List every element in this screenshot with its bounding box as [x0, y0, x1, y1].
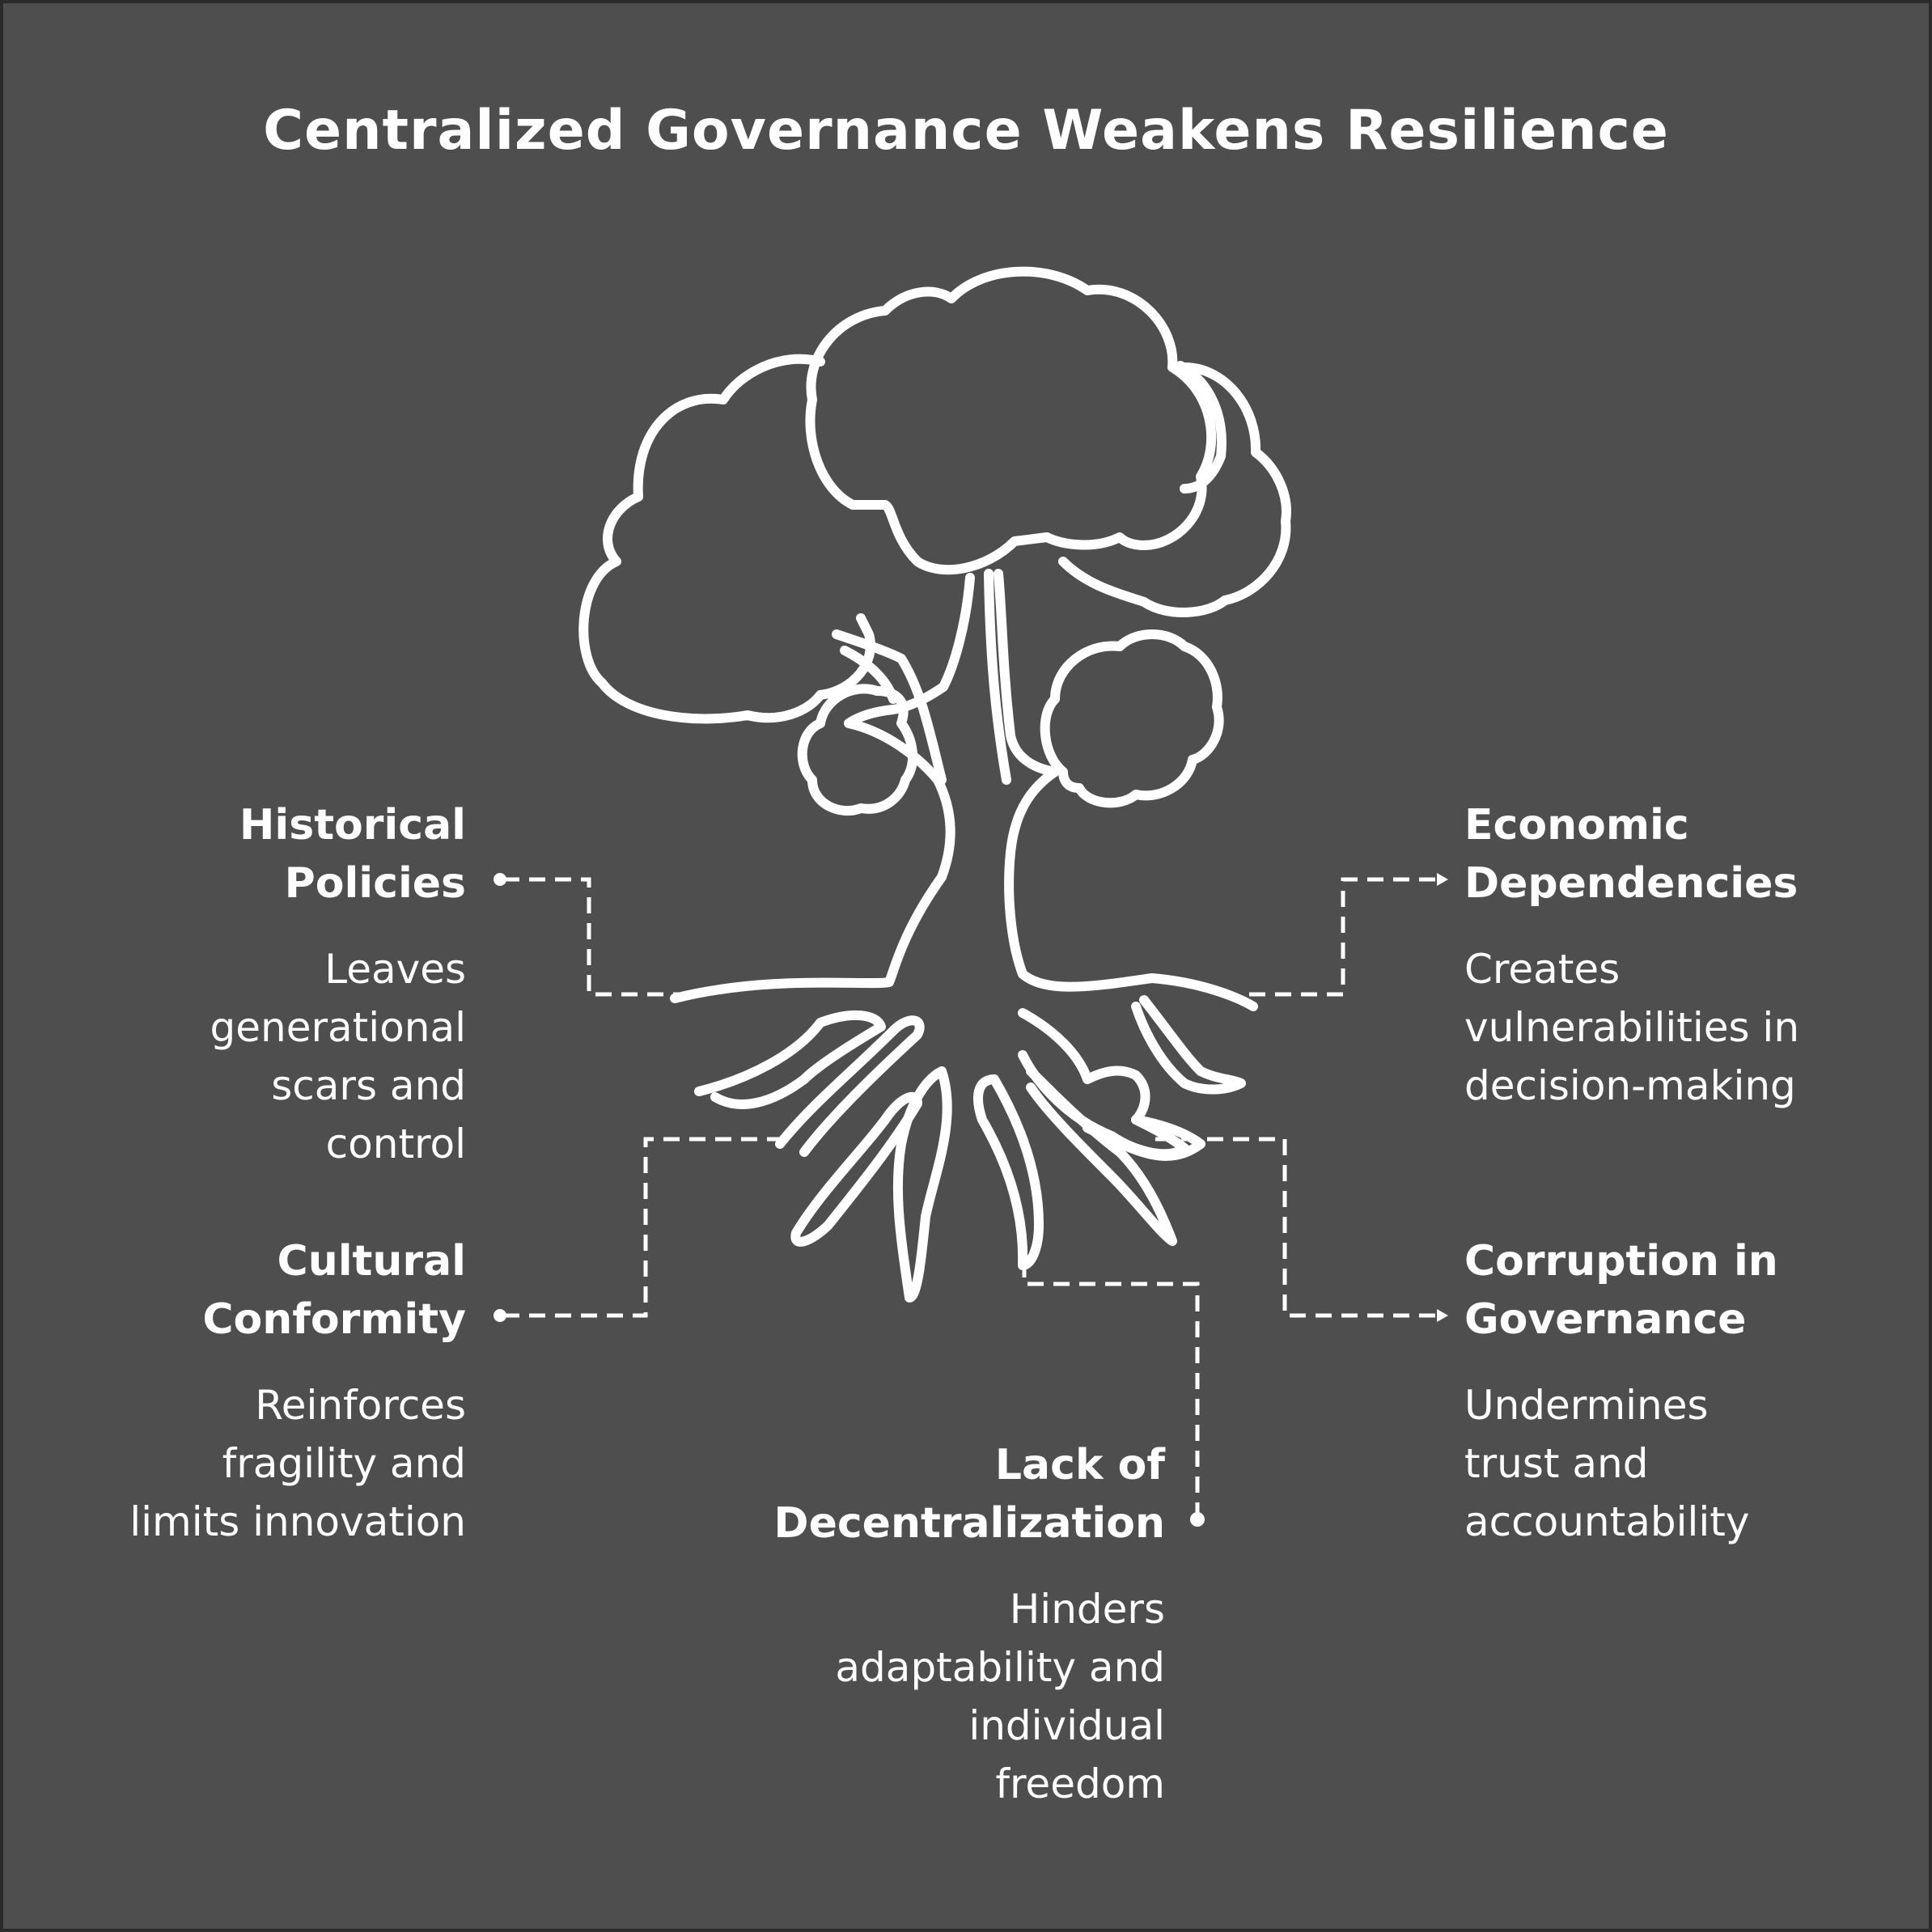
tree-trunk-left [670, 573, 975, 1003]
connector-cultural [503, 1137, 780, 1318]
node-historical-policies-description: Leaves generational scars and control [210, 946, 466, 1167]
node-historical-policies-heading: Historical Policies [239, 801, 466, 908]
root-5 [973, 1074, 1044, 1270]
tree-trunk-right [994, 569, 1258, 1011]
connector-historical-dot [494, 873, 506, 886]
connector-corruption-arrow-icon [1437, 1309, 1448, 1322]
root-4 [892, 1066, 952, 1303]
connector-decentralization [1022, 1261, 1200, 1516]
node-economic-dependencies-heading: Economic Dependencies [1464, 801, 1799, 908]
node-corruption-in-governance-description: Undermines trust and accountability [1464, 1382, 1750, 1545]
node-cultural-conformity-heading: Cultural Conformity [202, 1237, 466, 1344]
tree-trunk-inner [984, 569, 1011, 785]
root-8 [1083, 1115, 1205, 1161]
root-2 [775, 1015, 925, 1157]
connector-historical [503, 877, 691, 997]
node-lack-of-decentralization-description: Hinders adaptability and individual free… [835, 1586, 1165, 1807]
branch-left [832, 629, 947, 785]
node-cultural-conformity-description: Reinforces fragility and limits innovati… [129, 1382, 466, 1545]
canopy-right-inner-arc [1176, 361, 1227, 494]
connector-decentralization-dot [1190, 1512, 1205, 1527]
node-cultural-conformity: Cultural Conformity Reinforces fragility… [45, 1232, 466, 1551]
node-corruption-in-governance-heading: Corruption in Governance [1464, 1237, 1778, 1344]
node-corruption-in-governance: Corruption in Governance Undermines trus… [1464, 1232, 1885, 1551]
diagram-title: Centralized Governance Weakens Resilienc… [263, 99, 1669, 163]
canopy-right-cloud [1058, 362, 1291, 617]
canopy-left-cloud [578, 354, 875, 724]
connector-economic [1249, 877, 1435, 997]
root-9 [1131, 995, 1246, 1095]
root-1 [694, 1010, 886, 1109]
node-historical-policies: Historical Policies Leaves generational … [45, 796, 466, 1173]
bush-right [1040, 629, 1224, 808]
node-economic-dependencies: Economic Dependencies Creates vulnerabil… [1464, 796, 1885, 1115]
canopy-center-cloud [805, 266, 1217, 575]
diagram-canvas: Centralized Governance Weakens Resilienc… [3, 3, 1929, 1929]
connector-corruption [1152, 1137, 1435, 1318]
node-lack-of-decentralization: Lack of Decentralization Hinders adaptab… [744, 1436, 1165, 1813]
tree-illustration [494, 266, 1448, 1527]
node-lack-of-decentralization-heading: Lack of Decentralization [773, 1441, 1165, 1548]
connector-cultural-dot [494, 1309, 506, 1322]
bush-left [797, 684, 918, 816]
node-economic-dependencies-description: Creates vulnerabilities in decision-maki… [1464, 946, 1800, 1109]
connector-economic-arrow-icon [1437, 873, 1448, 886]
